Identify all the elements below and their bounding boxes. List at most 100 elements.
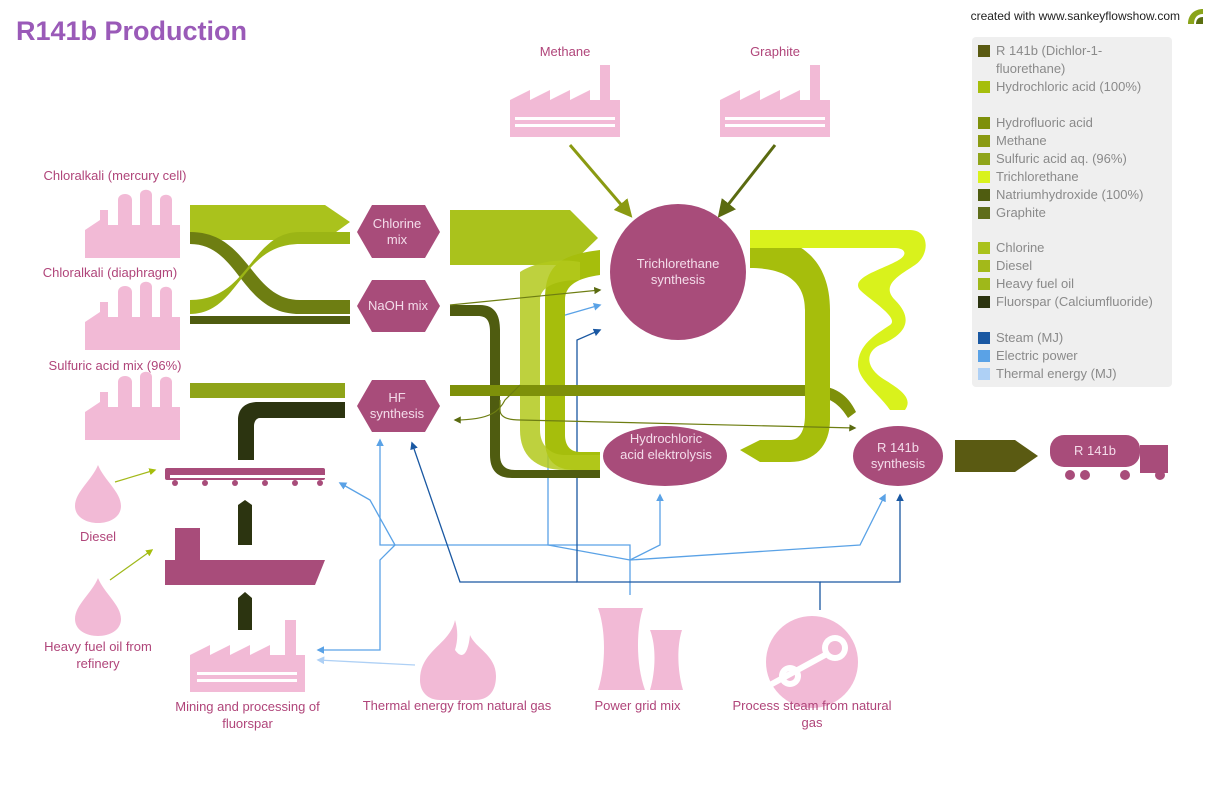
- diesel-to-train: [114, 468, 157, 483]
- legend-swatch: [978, 242, 990, 254]
- diesel-drop-icon: [75, 465, 121, 523]
- train-icon: [165, 468, 330, 486]
- mining-factory-icon: [190, 620, 305, 692]
- legend-swatch: [978, 135, 990, 147]
- legend-label: Methane: [996, 133, 1047, 148]
- legend-swatch: [978, 368, 990, 380]
- process-steam-icon: [766, 616, 858, 708]
- r141b-output: [955, 440, 1038, 472]
- methane-label: Methane: [539, 44, 591, 59]
- chloralkali-diaphragm-to-chlorine: [190, 232, 350, 314]
- legend-label: Heavy fuel oil: [996, 276, 1075, 291]
- ship-icon: [165, 528, 325, 585]
- thermal-flame-icon: [420, 620, 496, 700]
- graphite-factory-icon: [720, 65, 830, 137]
- power-grid-icon: [598, 608, 683, 690]
- sulfuric-to-hf: [190, 383, 345, 398]
- methane-to-trichlor: [568, 144, 633, 218]
- legend-swatch: [978, 81, 990, 93]
- hf-synthesis-text: HF synthesis: [369, 390, 425, 421]
- steam-to-r141b: [820, 493, 904, 583]
- legend-label: Fluorspar (Calciumfluoride): [996, 294, 1153, 309]
- hcl-recycle-b: [520, 260, 600, 470]
- process-steam-label: Process steam from natural gas: [732, 698, 892, 730]
- trichlorethane-node: [610, 204, 746, 340]
- r141b-synthesis-text: R 141b synthesis: [870, 440, 926, 471]
- trichlor-loop: [750, 230, 926, 410]
- mining-label: Mining and processing of fluorspar: [175, 699, 320, 731]
- legend-label: Electric power: [996, 348, 1078, 363]
- power-grid-label: Power grid mix: [594, 698, 681, 713]
- chloralkali-mercury-to-naoh: [190, 232, 350, 314]
- process-nodes: [357, 204, 943, 486]
- trichlor-to-r141b-left: [740, 235, 830, 462]
- legend-label: Graphite: [996, 205, 1046, 220]
- ship-to-train: [238, 500, 252, 545]
- page-title: R141b Production: [16, 16, 248, 46]
- sulfuric-mix-label: Sulfuric acid mix (96%): [48, 358, 182, 373]
- legend-label: Steam (MJ): [996, 330, 1064, 345]
- hfo-to-ship: [109, 549, 154, 581]
- graphite-label: Graphite: [750, 44, 800, 59]
- legend-label: Natriumhydroxide (100%): [996, 187, 1144, 202]
- hcl-elektrolysis-text: Hydrochloric acid elektrolysis: [620, 431, 712, 462]
- credit-text[interactable]: created with www.sankeyflowshow.com: [970, 9, 1180, 23]
- naoh-to-trichlor: [449, 286, 602, 306]
- trichlorethane-text: Trichlorethane synthesis: [636, 256, 720, 287]
- electric-to-r141b: [629, 493, 886, 561]
- legend-swatch: [978, 207, 990, 219]
- legend-swatch: [978, 260, 990, 272]
- product-text: R 141b: [1074, 443, 1116, 458]
- graphite-to-trichlor: [717, 144, 777, 218]
- legend: R 141b (Dichlor-1-fluorethane) Hydrochlor…: [972, 37, 1172, 387]
- legend-swatch: [978, 278, 990, 290]
- diesel-label: Diesel: [79, 529, 117, 544]
- legend-swatch: [978, 171, 990, 183]
- naoh-mix-text: NaOH mix: [368, 298, 428, 313]
- truck-icon: [1050, 435, 1168, 480]
- heavy-fuel-oil-label: Heavy fuel oil from refinery: [44, 639, 152, 671]
- legend-swatch: [978, 296, 990, 308]
- legend-swatch: [978, 332, 990, 344]
- legend-swatch: [978, 350, 990, 362]
- legend-swatch: [978, 45, 990, 57]
- legend-swatch: [978, 153, 990, 165]
- chloralkali-diaphragm-icon: [85, 281, 180, 350]
- hf-to-r141b: [450, 385, 856, 418]
- chlorine-mix-text: Chlorine mix: [372, 216, 422, 247]
- legend-swatch: [978, 117, 990, 129]
- hfo-drop-icon: [75, 578, 121, 636]
- methane-factory-icon: [510, 65, 620, 137]
- electric-to-mining: [316, 544, 396, 654]
- chloralkali-mercury-label: Chloralkali (mercury cell): [43, 168, 187, 183]
- legend-label: Thermal energy (MJ): [996, 366, 1117, 381]
- sulfuric-acid-icon: [85, 371, 180, 440]
- fluorspar-to-hf: [238, 402, 345, 460]
- hf-to-r141b-thin: [499, 400, 857, 432]
- legend-label: Trichlorethane: [996, 169, 1079, 184]
- naoh-mix-node: [357, 280, 440, 332]
- legend-label: Hydrofluoric acid: [996, 115, 1093, 130]
- legend-label: Sulfuric acid aq. (96%): [996, 151, 1127, 166]
- legend-label: Hydrochloric acid (100%): [996, 79, 1142, 94]
- legend-label: Chlorine: [996, 240, 1045, 255]
- material-flows: [109, 144, 1038, 630]
- steam-to-hf: [410, 441, 577, 583]
- hcl-recycle: [545, 250, 600, 470]
- sankeyflowshow-logo-icon[interactable]: [1185, 6, 1205, 26]
- r141b-synthesis-node: [853, 426, 943, 486]
- chloralkali-mercury-icon: [85, 189, 180, 258]
- legend-label: R 141b (Dichlor-1-fluorethane): [996, 43, 1103, 76]
- legend-label: Diesel: [996, 258, 1033, 273]
- chloralkali-diaphragm-to-naoh: [190, 316, 350, 324]
- hf-recycle-to-hf: [453, 384, 521, 424]
- electric-to-hcl: [629, 493, 664, 561]
- energy-flows: [316, 302, 904, 666]
- thermal-to-mining: [316, 656, 416, 666]
- chloralkali-diaphragm-label: Chloralkali (diaphragm): [42, 265, 178, 280]
- legend-swatch: [978, 189, 990, 201]
- thermal-energy-label: Thermal energy from natural gas: [362, 698, 552, 713]
- chloralkali-to-chlorine-mix: [190, 205, 350, 240]
- hf-synthesis-node: [357, 380, 440, 432]
